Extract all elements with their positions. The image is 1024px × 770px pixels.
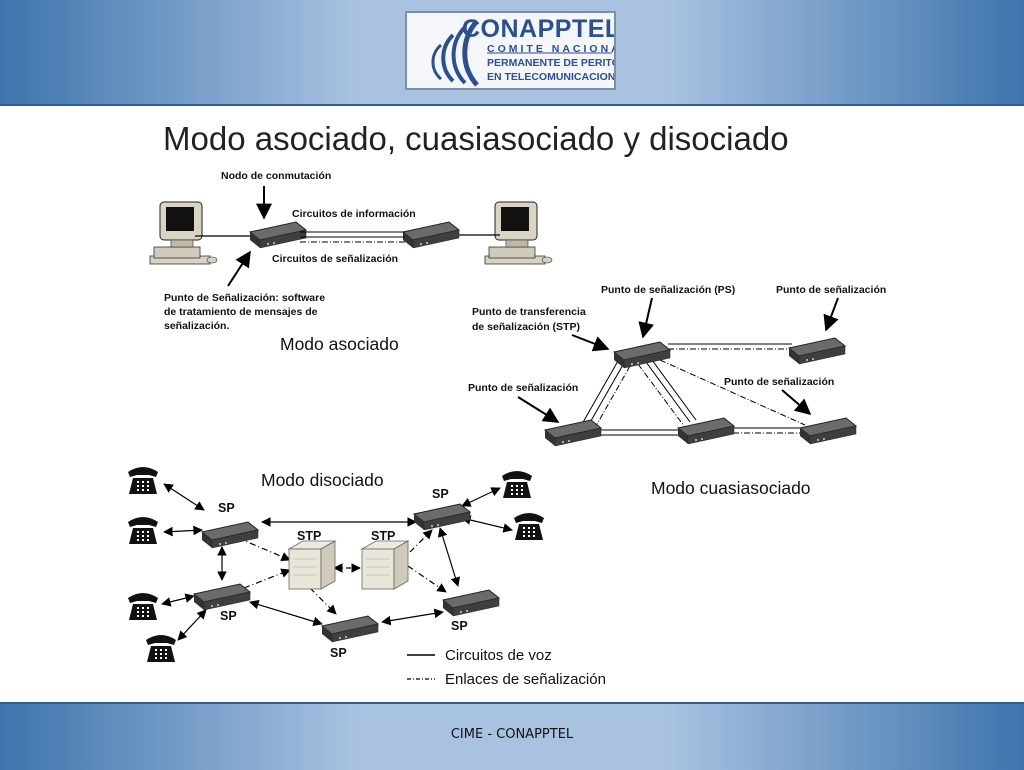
ps-bottom-middle-switch-icon: [677, 417, 735, 445]
logo-line-2: PERMANENTE DE PERITOS: [487, 57, 616, 69]
sp-switch-icon: [201, 521, 259, 549]
signaling-link-line: [243, 568, 291, 589]
voice-circuit-line: [381, 608, 444, 626]
phone-icon: [128, 467, 158, 494]
legend-signal-label: Enlaces de señalización: [445, 671, 606, 688]
signaling-link-line: [409, 529, 433, 553]
terminal-left-icon: [149, 201, 218, 265]
signaling-point-desc-line-1: Punto de Señalización: software: [164, 292, 325, 304]
stp-label: STP: [297, 529, 321, 543]
voice-link: [581, 360, 619, 425]
conapptel-logo: CONAPPTEL COMITE NACIONAL PERMANENTE DE …: [405, 11, 616, 90]
phone-link-line: [163, 483, 205, 511]
disociado-section: Modo disociado SP SP SP SP SP STP STP Ci…: [128, 467, 606, 688]
logo-arcs-icon: [431, 19, 612, 87]
signaling-point-desc-line-2: de tratamiento de mensajes de: [164, 306, 318, 318]
cuasiasociado-section: Punto de señalización (PS) Punto de seña…: [468, 284, 886, 498]
ps-top-pointer-arrow: [638, 297, 655, 339]
voice-circuit-line: [437, 527, 461, 587]
signaling-link-line: [237, 537, 291, 562]
switch-node-left-icon: [249, 221, 307, 249]
asociado-section: Nodo de conmutación Circuitos de informa…: [149, 170, 553, 354]
signaling-point-desc-line-3: señalización.: [164, 320, 229, 332]
ps-top-right-switch-icon: [788, 337, 846, 365]
ps-right-pointer-arrow: [823, 297, 839, 332]
phone-link-line: [177, 609, 207, 641]
phone-link-line: [163, 525, 203, 537]
footer-band: [0, 702, 1024, 770]
stp-label: STP: [371, 529, 395, 543]
voice-link: [645, 361, 691, 423]
signal-link: [659, 359, 806, 426]
ps-left-label: Punto de señalización: [468, 382, 578, 394]
signal-link: [637, 363, 685, 427]
voice-link: [587, 362, 625, 427]
legend-voice-label: Circuitos de voz: [445, 647, 552, 664]
signaling-point-pointer-arrow: [227, 250, 251, 287]
stp-switch-icon: [613, 341, 671, 369]
ps-right-label: Punto de señalización: [776, 284, 886, 296]
signaling-link-line: [309, 587, 337, 615]
sp-switch-icon: [193, 583, 251, 611]
ps-bottom-right-switch-icon: [799, 417, 857, 445]
sp-label: SP: [330, 646, 347, 660]
cuasiasociado-caption: Modo cuasiasociado: [651, 478, 811, 498]
logo-line-3: EN TELECOMUNICACIONES: [487, 71, 616, 83]
signal-link: [595, 365, 631, 427]
phone-link-line: [461, 487, 501, 507]
sp-label: SP: [432, 487, 449, 501]
ps-mid-pointer-arrow: [781, 389, 812, 416]
ps-left-pointer-arrow: [517, 396, 560, 423]
stp-pointer-arrow: [571, 334, 610, 352]
voice-link: [651, 359, 697, 421]
signal-circuits-label: Circuitos de señalización: [272, 253, 398, 265]
phone-link-line: [461, 515, 513, 533]
phone-icon: [146, 635, 176, 662]
info-circuits-label: Circuitos de información: [292, 208, 416, 220]
phone-link-line: [161, 593, 195, 607]
ps-mid-label: Punto de señalización: [724, 376, 834, 388]
signaling-modes-diagram: Nodo de conmutación Circuitos de informa…: [128, 170, 886, 688]
ps-bottom-left-switch-icon: [544, 419, 602, 447]
stp-label-line-1: Punto de transferencia: [472, 306, 586, 318]
logo-name: CONAPPTEL: [462, 15, 616, 43]
phone-icon: [128, 517, 158, 544]
sp-label: SP: [451, 619, 468, 633]
switch-node-right-icon: [402, 221, 460, 249]
slide-title: Modo asociado, cuasiasociado y disociado: [163, 120, 789, 157]
node-label: Nodo de conmutación: [221, 170, 331, 182]
stp-server-icon: [288, 540, 336, 590]
sp-label: SP: [218, 501, 235, 515]
terminal-right-icon: [484, 201, 553, 265]
phone-icon: [502, 471, 532, 498]
sp-switch-icon: [442, 589, 500, 617]
phone-icon: [514, 513, 544, 540]
asociado-caption: Modo asociado: [280, 334, 399, 354]
footer-text: CIME - CONAPPTEL: [450, 727, 574, 742]
signaling-link-line: [407, 565, 447, 593]
voice-circuit-line: [249, 599, 323, 627]
sp-switch-icon: [321, 615, 379, 643]
ps-top-label: Punto de señalización (PS): [601, 284, 735, 296]
logo-line-1: COMITE NACIONAL: [487, 43, 614, 55]
sp-switch-icon: [413, 503, 471, 531]
stp-label-line-2: de señalización (STP): [472, 321, 580, 333]
disociado-caption: Modo disociado: [261, 470, 384, 490]
sp-label: SP: [220, 609, 237, 623]
phone-icon: [128, 593, 158, 620]
stp-server-icon: [361, 540, 409, 590]
